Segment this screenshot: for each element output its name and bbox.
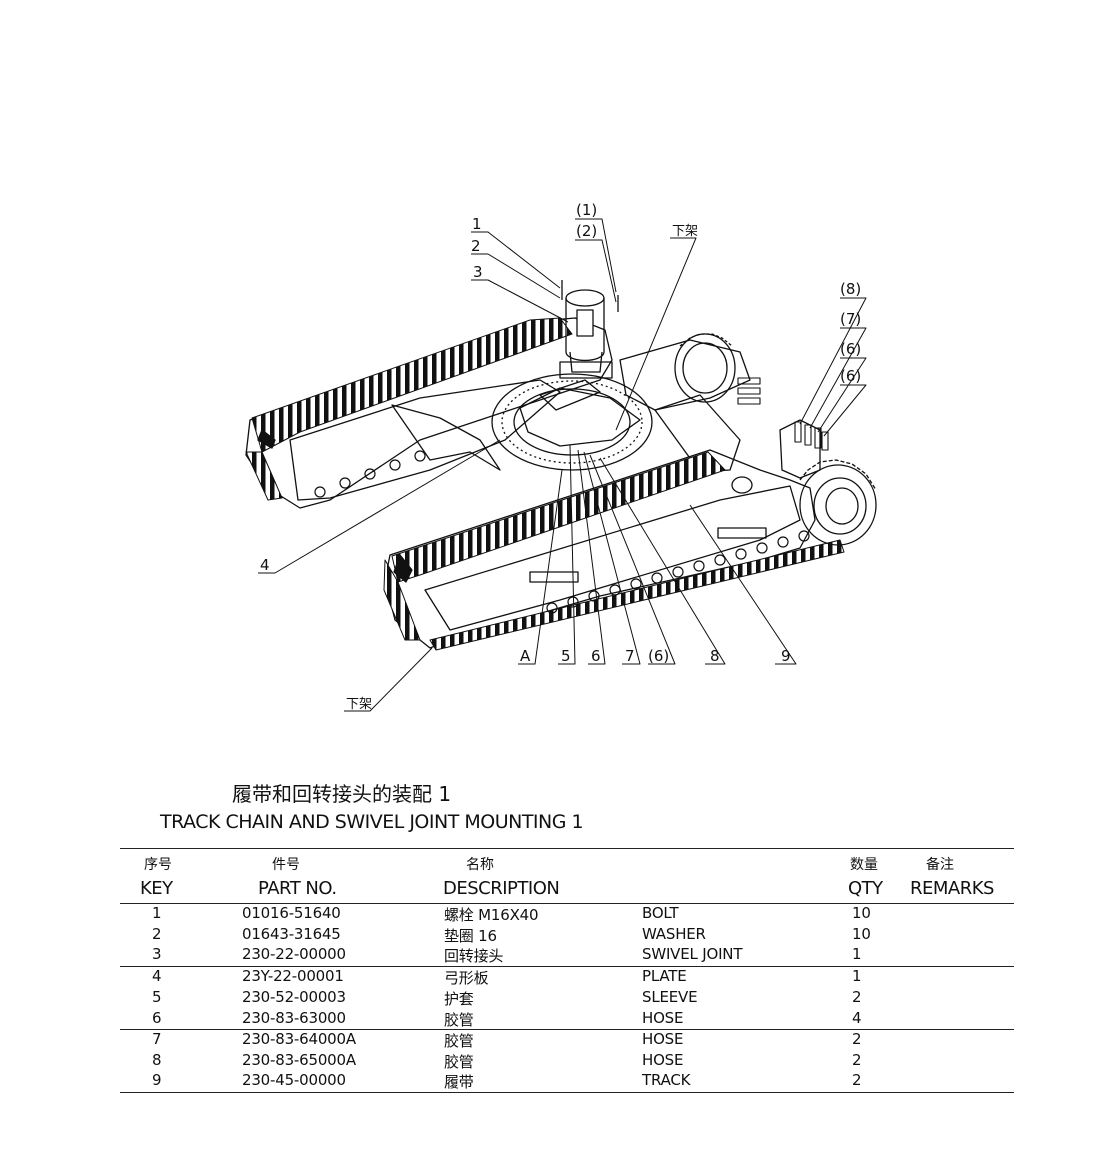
cell-description-en: WASHER xyxy=(642,925,706,943)
cell-qty: 10 xyxy=(852,904,871,922)
callout-frame-top: 下架 xyxy=(672,224,698,239)
cell-description-en: SLEEVE xyxy=(642,988,698,1006)
callout-3: 3 xyxy=(473,263,483,281)
cell-description-cn: 回转接头 xyxy=(444,947,504,965)
cell-key: 6 xyxy=(152,1009,162,1027)
cell-description-en: BOLT xyxy=(642,904,679,922)
callout-2: 2 xyxy=(471,237,481,255)
table-rule-group-2 xyxy=(120,1029,1014,1030)
header-qty: QTY xyxy=(848,878,883,899)
cell-description-cn: 护套 xyxy=(444,990,474,1008)
callout-paren-6c: (6) xyxy=(648,647,669,665)
header-qty-cn: 数量 xyxy=(850,857,878,873)
front-sprocket xyxy=(779,419,877,546)
cell-key: 8 xyxy=(152,1051,162,1069)
cell-qty: 1 xyxy=(852,945,862,963)
cell-description-cn: 螺栓 M16X40 xyxy=(444,906,539,924)
callout-8: 8 xyxy=(710,647,720,665)
cell-description-cn: 胶管 xyxy=(444,1032,474,1050)
header-description-cn: 名称 xyxy=(466,857,494,873)
parts-list-table: 序号 件号 名称 数量 备注 KEY PART NO. DESCRIPTION … xyxy=(120,848,1014,1094)
cell-part-no: 01643-31645 xyxy=(242,925,341,943)
cell-part-no: 230-83-65000A xyxy=(242,1051,356,1069)
callout-paren-2: (2) xyxy=(576,222,597,240)
header-remarks-cn: 备注 xyxy=(926,857,954,873)
table-rule-bottom xyxy=(120,1092,1014,1093)
cell-description-cn: 胶管 xyxy=(444,1053,474,1071)
callout-A: A xyxy=(520,647,531,665)
header-key-cn: 序号 xyxy=(144,857,172,873)
cell-key: 2 xyxy=(152,925,162,943)
table-rule-top xyxy=(120,848,1014,849)
cell-part-no: 230-52-00003 xyxy=(242,988,346,1006)
callout-labels: 1 2 3 (1) (2) 下架 (8) (7) (6) (6) 4 A 5 6… xyxy=(260,201,861,712)
leader-lines xyxy=(258,218,867,712)
cell-part-no: 01016-51640 xyxy=(242,904,341,922)
callout-4: 4 xyxy=(260,556,270,574)
title-chinese: 履带和回转接头的装配 1 xyxy=(232,782,452,806)
cell-qty: 2 xyxy=(852,1071,862,1089)
cell-description-en: TRACK xyxy=(642,1071,691,1089)
cell-key: 1 xyxy=(152,904,162,922)
callout-9: 9 xyxy=(781,647,791,665)
cell-key: 4 xyxy=(152,967,162,985)
header-part-no-cn: 件号 xyxy=(272,857,300,873)
cell-key: 7 xyxy=(152,1030,162,1048)
cell-description-cn: 垫圈 16 xyxy=(444,927,497,945)
cell-part-no: 230-83-64000A xyxy=(242,1030,356,1048)
table-rule-group-1 xyxy=(120,966,1014,967)
callout-5: 5 xyxy=(561,647,571,665)
cell-description-cn: 弓形板 xyxy=(444,969,489,987)
callout-paren-6b: (6) xyxy=(840,367,861,385)
callout-paren-6a: (6) xyxy=(840,340,861,358)
cell-qty: 1 xyxy=(852,967,862,985)
swivel-joint xyxy=(559,280,619,379)
cell-description-en: PLATE xyxy=(642,967,687,985)
callout-7: 7 xyxy=(625,647,635,665)
cell-description-en: HOSE xyxy=(642,1009,684,1027)
callout-1: 1 xyxy=(472,215,482,233)
cell-key: 9 xyxy=(152,1071,162,1089)
cell-key: 5 xyxy=(152,988,162,1006)
cell-description-en: HOSE xyxy=(642,1030,684,1048)
cell-part-no: 230-22-00000 xyxy=(242,945,346,963)
exploded-assembly-drawing: 1 2 3 (1) (2) 下架 (8) (7) (6) (6) 4 A 5 6… xyxy=(245,201,877,712)
table-rule-header xyxy=(120,903,1014,904)
cell-qty: 2 xyxy=(852,988,862,1006)
header-remarks: REMARKS xyxy=(910,878,994,899)
callout-frame-bottom: 下架 xyxy=(346,697,372,712)
lower-track xyxy=(383,449,845,651)
header-key: KEY xyxy=(140,878,173,899)
cell-part-no: 230-83-63000 xyxy=(242,1009,346,1027)
header-part-no: PART NO. xyxy=(258,878,337,899)
header-description: DESCRIPTION xyxy=(443,878,560,899)
callout-paren-8: (8) xyxy=(840,280,861,298)
cell-qty: 10 xyxy=(852,925,871,943)
cell-qty: 4 xyxy=(852,1009,862,1027)
cell-part-no: 23Y-22-00001 xyxy=(242,967,344,985)
center-frame xyxy=(491,339,751,473)
cell-description-cn: 胶管 xyxy=(444,1011,474,1029)
cell-key: 3 xyxy=(152,945,162,963)
title-english: TRACK CHAIN AND SWIVEL JOINT MOUNTING 1 xyxy=(160,811,584,833)
cell-description-en: HOSE xyxy=(642,1051,684,1069)
callout-paren-7: (7) xyxy=(840,310,861,328)
cell-part-no: 230-45-00000 xyxy=(242,1071,346,1089)
upper-track xyxy=(245,317,613,509)
callout-6: 6 xyxy=(591,647,601,665)
cell-qty: 2 xyxy=(852,1051,862,1069)
cell-description-cn: 履带 xyxy=(444,1073,474,1091)
callout-paren-1: (1) xyxy=(576,201,597,219)
rear-sprocket xyxy=(674,333,761,405)
cell-qty: 2 xyxy=(852,1030,862,1048)
cell-description-en: SWIVEL JOINT xyxy=(642,945,743,963)
